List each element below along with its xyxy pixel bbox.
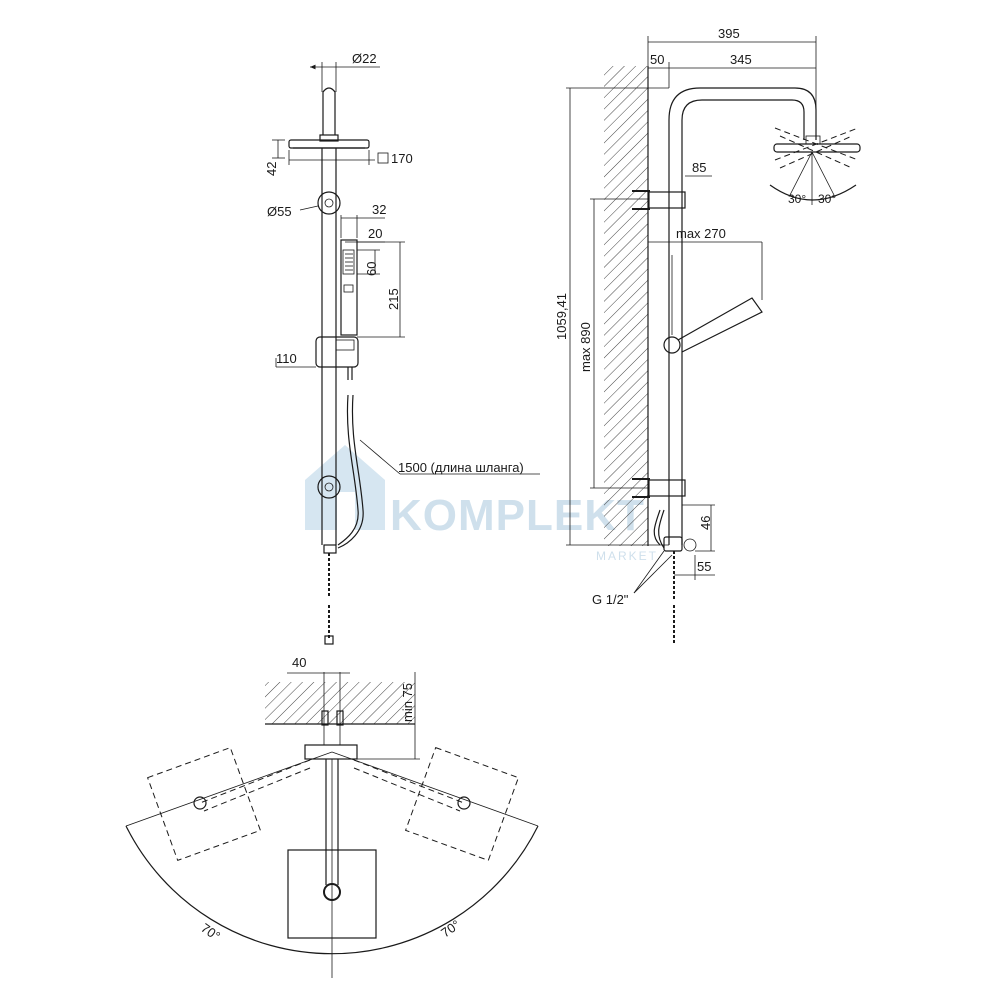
hand-shower-nozzles	[345, 253, 353, 271]
dim-hand-shower-face: 60	[364, 262, 379, 276]
dim-outlet-height: 46	[698, 516, 713, 530]
dim-rod-diameter: Ø22	[352, 51, 377, 66]
dim-hand-shower-width: 32	[372, 202, 386, 217]
dim-arm-total: 395	[718, 26, 740, 41]
dim-bracket-offset: 85	[692, 160, 706, 175]
dim-head-size: 170	[391, 151, 413, 166]
house-logo-icon	[305, 445, 385, 530]
dim-thread: G 1/2"	[592, 592, 629, 607]
side-view: 30° 30° 395 50 345 85 max 270	[554, 26, 861, 643]
spray-angle-left: 30°	[788, 192, 806, 206]
spray-angle-right: 30°	[818, 192, 836, 206]
dim-arm-reach: 345	[730, 52, 752, 67]
plan-view: 40 min 75 70° 70°	[125, 655, 539, 978]
dim-hose-length: 1500 (длина шланга)	[398, 460, 524, 475]
watermark-brand: KOMPLEKT	[390, 491, 645, 540]
front-view: Ø22 42 170 Ø55 32 20 60 215 110 1500 (дл…	[264, 51, 540, 645]
dim-outlet-offset: 55	[697, 559, 711, 574]
watermark: KOMPLEKT MARKET	[305, 445, 658, 563]
dim-bracket-diameter: Ø55	[267, 204, 292, 219]
dim-wall-min: min 75	[400, 683, 415, 722]
dim-center-distance: 40	[292, 655, 306, 670]
dim-holder-offset: 110	[276, 351, 297, 366]
dim-wall-offset: 50	[650, 52, 664, 67]
dim-total-height: 1059,41	[554, 293, 569, 340]
watermark-sub: MARKET	[596, 549, 658, 563]
dim-hand-shower-head: 20	[368, 226, 382, 241]
dim-head-depth: 42	[264, 162, 279, 176]
swing-angle-right: 70°	[438, 917, 463, 941]
dim-hand-shower-length: 215	[386, 288, 401, 310]
dim-max-height: max 890	[578, 322, 593, 372]
dim-handshower-reach: max 270	[676, 226, 726, 241]
